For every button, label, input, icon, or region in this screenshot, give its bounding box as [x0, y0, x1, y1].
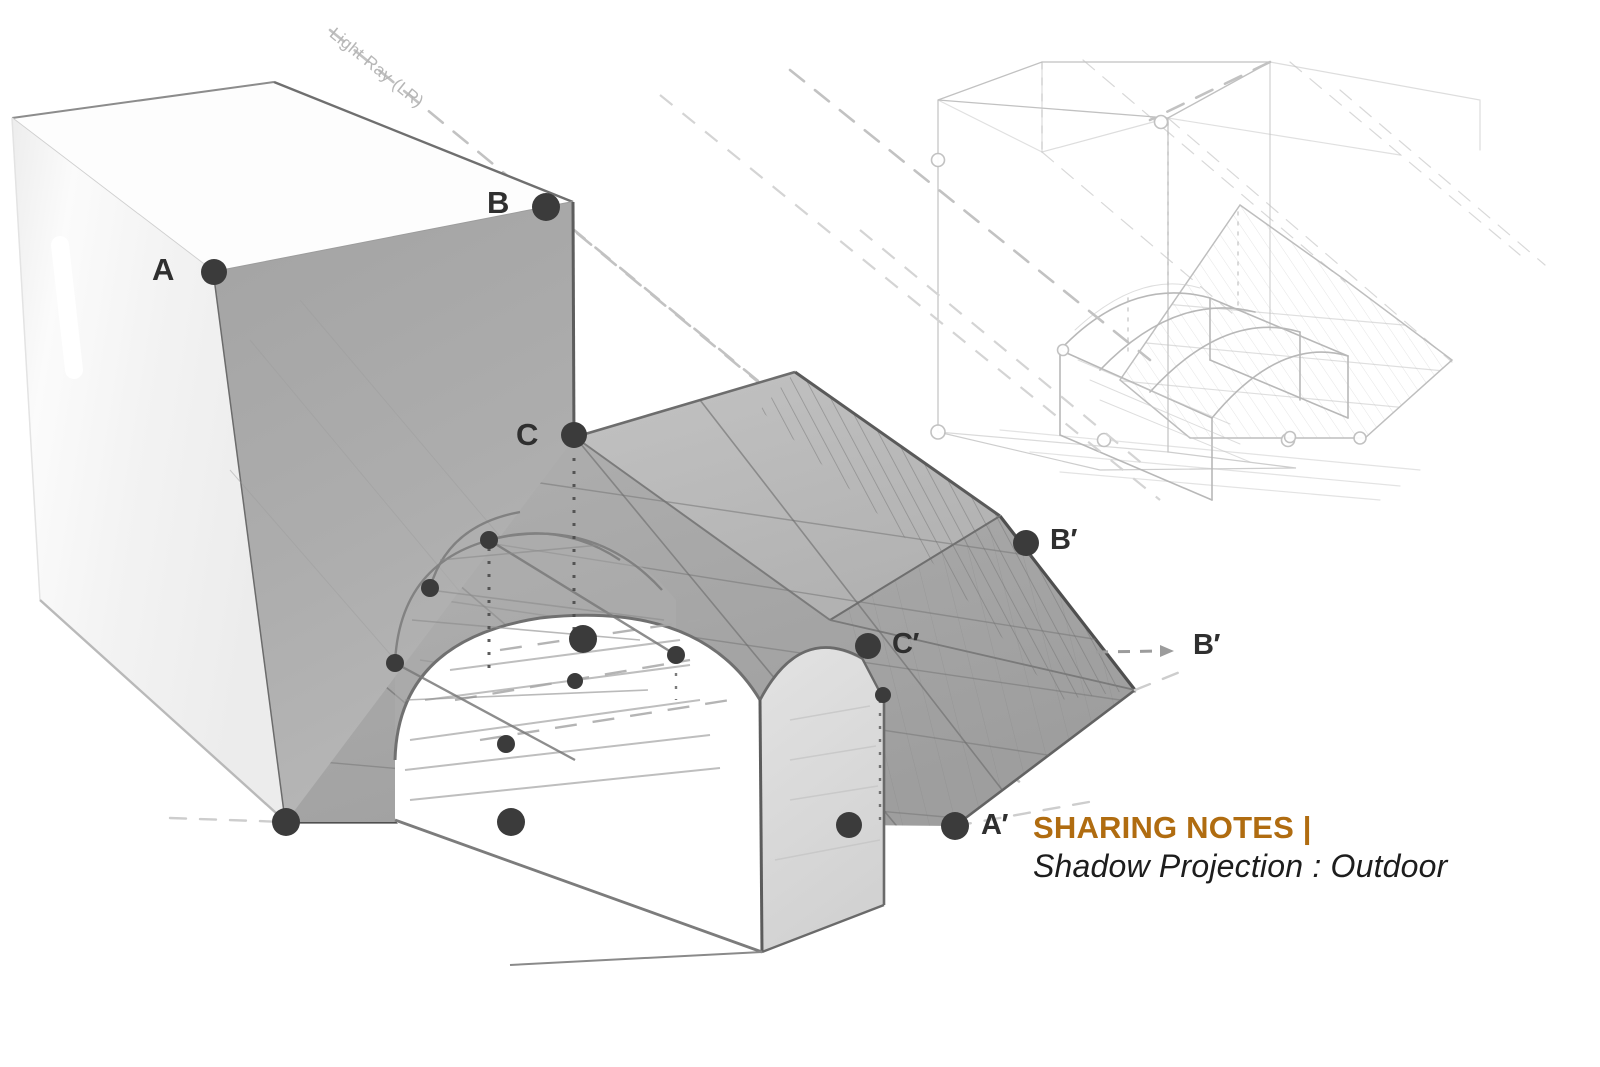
- pencil-sketch-overlay: [930, 59, 1546, 501]
- point-dot-B-prime: [1013, 530, 1039, 556]
- point-dot-aux: [421, 579, 439, 597]
- point-dot-aux: [386, 654, 404, 672]
- point-dot-aux: [567, 673, 583, 689]
- point-dot-A: [201, 259, 227, 285]
- point-dot-aux: [497, 808, 525, 836]
- sharing-notes-title: SHARING NOTES |: [1033, 810, 1312, 845]
- point-label-B: B: [487, 185, 509, 220]
- barrel-vault: [393, 445, 886, 966]
- point-dot-A-prime: [941, 812, 969, 840]
- point-dot-aux: [497, 735, 515, 753]
- point-dot-aux: [569, 625, 597, 653]
- point-dot-aux: [480, 531, 498, 549]
- ground-reference-lines: [168, 670, 1182, 828]
- point-label-A: A: [152, 252, 174, 287]
- projection-arrow: [1095, 645, 1174, 657]
- point-markers: [201, 193, 1039, 840]
- point-dot-aux: [667, 646, 685, 664]
- point-label-C-prime: C′: [892, 628, 919, 660]
- point-label-A-prime: A′: [981, 809, 1008, 841]
- point-label-C: C: [516, 417, 538, 452]
- point-dot-aux: [875, 687, 891, 703]
- point-dot-aux: [272, 808, 300, 836]
- point-label-B-prime: B′: [1050, 524, 1077, 556]
- point-dot-C: [561, 422, 587, 448]
- point-dot-C-prime: [855, 633, 881, 659]
- light-ray-lines-faint: [659, 94, 1161, 501]
- sharing-notes-subtitle: Shadow Projection : Outdoor: [1033, 847, 1448, 884]
- sharing-notes-block: SHARING NOTES | Shadow Projection : Outd…: [1033, 810, 1553, 884]
- point-dot-aux: [836, 812, 862, 838]
- point-label-B-prime-far: B′: [1193, 629, 1220, 661]
- point-dot-B: [532, 193, 560, 221]
